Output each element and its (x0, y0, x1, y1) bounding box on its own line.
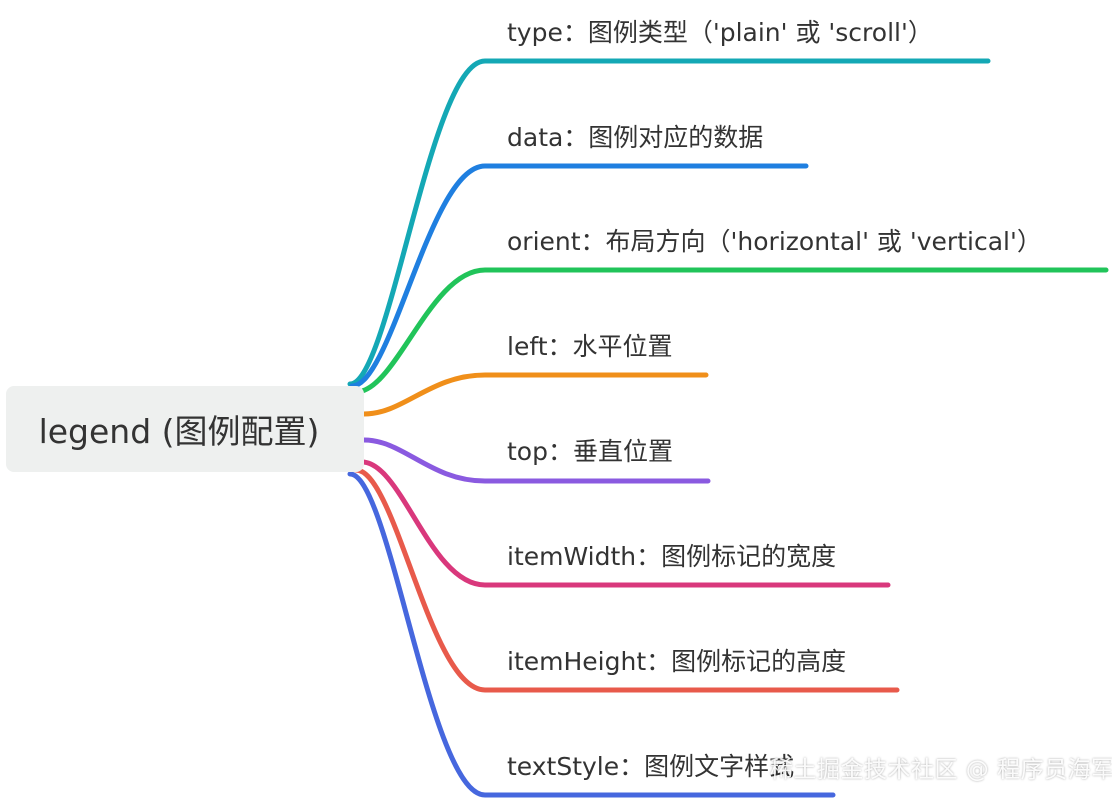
connector-top (361, 437, 711, 484)
branch-node-itemheight[interactable]: itemHeight：图例标记的高度 (507, 647, 847, 676)
connector-left (361, 372, 709, 417)
branch-node-itemwidth[interactable]: itemWidth：图例标记的宽度 (507, 542, 837, 571)
connector-itemheight (353, 467, 900, 693)
branch-node-textstyle[interactable]: textStyle：图例文字样式 (507, 752, 795, 781)
connector-orient (353, 267, 1109, 395)
root-node-label: legend (图例配置) (38, 412, 320, 451)
branch-node-data[interactable]: data：图例对应的数据 (507, 123, 764, 152)
watermark: 稀土掘金技术社区 @ 程序员海军 (770, 757, 1112, 783)
connector-data (349, 163, 809, 389)
branch-node-left[interactable]: left：水平位置 (507, 332, 673, 361)
branch-node-type[interactable]: type：图例类型（'plain' 或 'scroll'） (507, 18, 933, 47)
branch-node-orient[interactable]: orient：布局方向（'horizontal' 或 'vertical'） (507, 227, 1042, 256)
connector-type (347, 58, 991, 387)
connector-textstyle (347, 471, 836, 798)
connector-itemwidth (359, 459, 891, 588)
root-node[interactable]: legend (图例配置) (6, 386, 364, 472)
branch-node-top[interactable]: top：垂直位置 (507, 437, 673, 466)
